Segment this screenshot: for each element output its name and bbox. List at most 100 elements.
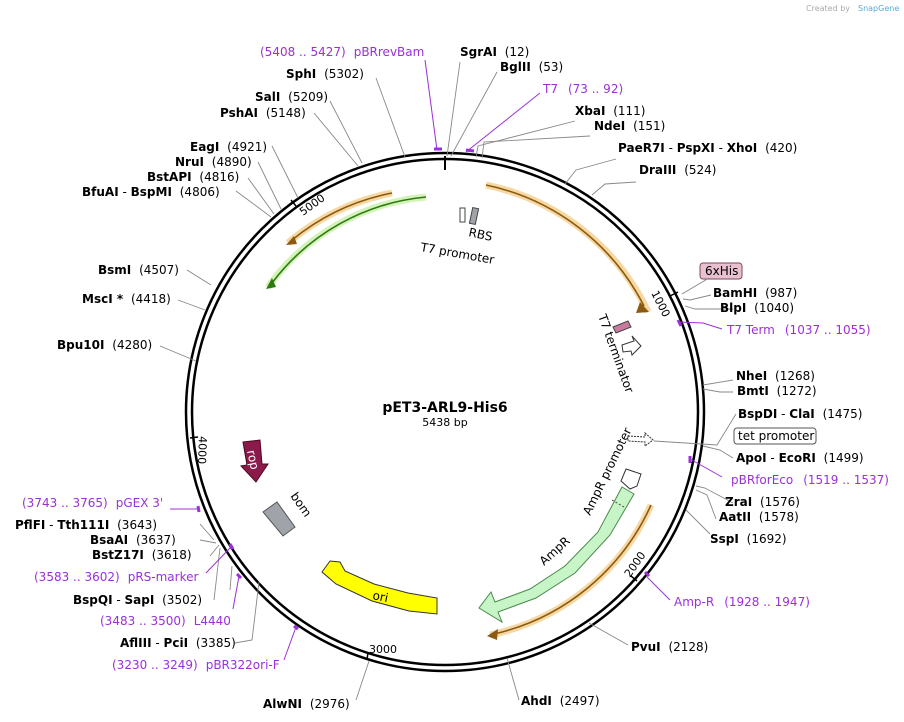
enzyme-position: (524): [680, 163, 716, 177]
primer-label-prsmarker[interactable]: (3583 .. 3602)pRS-marker: [34, 570, 198, 584]
primer-label-pbrrevbam[interactable]: (5408 .. 5427)pBRrevBam: [260, 45, 424, 59]
primer-label-t7[interactable]: T7(73 .. 92): [542, 82, 623, 96]
enzyme-label-xbai[interactable]: XbaI (111): [575, 104, 646, 118]
primer-label-pbrforeco[interactable]: pBRforEco(1519 .. 1537): [731, 473, 889, 487]
enzyme-label-paer7i[interactable]: PaeR7I - PspXI - XhoI (420): [618, 141, 797, 155]
tet-promoter-label: tet promoter: [738, 429, 814, 443]
enzyme-label-sgai[interactable]: SgrAI (12): [460, 45, 529, 59]
primer-name: T7: [542, 82, 558, 96]
tick-4000: 4000: [195, 436, 209, 464]
primer-range: (1519 .. 1537): [803, 473, 889, 487]
enzyme-name: SgrAI: [460, 45, 497, 59]
enzyme-separator: -: [152, 636, 164, 650]
primer-label-t7term[interactable]: T7 Term(1037 .. 1055): [726, 323, 871, 337]
primer-range: (1037 .. 1055): [785, 323, 871, 337]
enzyme-position: (4816): [196, 170, 240, 184]
enzyme-position: (2128): [665, 640, 709, 654]
primer-range: (1928 .. 1947): [724, 595, 810, 609]
tet-promoter-box: [733, 427, 817, 445]
enzyme-label-sspi[interactable]: SspI (1692): [710, 532, 787, 546]
enzyme-label-draiii[interactable]: DraIII (524): [639, 163, 716, 177]
plasmid-name: pET3-ARL9-His6: [382, 400, 507, 416]
rbs-label: RBS: [467, 225, 493, 244]
t7-terminator-box: [612, 320, 632, 334]
enzyme-label-bspqi[interactable]: BspQI - SapI (3502): [73, 593, 202, 607]
enzyme-position: (2976): [306, 697, 350, 711]
enzyme-separator: -: [119, 185, 131, 199]
enzyme-position: (12): [501, 45, 529, 59]
enzyme-name: PshAI: [220, 106, 258, 120]
primer-label-ampr[interactable]: Amp-R (1928 .. 1947): [674, 595, 810, 609]
enzyme-label-bglii[interactable]: BglII (53): [500, 60, 563, 74]
enzyme-label-bsmi[interactable]: BsmI (4507): [98, 263, 179, 277]
enzyme-position: (1499): [820, 451, 864, 465]
primer-label-pbr322ori[interactable]: (3230 .. 3249)pBR322ori-F: [112, 658, 280, 672]
enzyme-name: SapI: [125, 593, 155, 607]
rop-label: rop: [244, 449, 262, 471]
orf-arrowhead-green: [266, 278, 276, 289]
enzyme-label-bpu10i[interactable]: Bpu10I (4280): [57, 338, 152, 352]
enzyme-label-blpi[interactable]: BlpI (1040): [720, 301, 794, 315]
primer-name: L4440: [194, 614, 231, 628]
enzyme-label-sali[interactable]: SalI (5209): [255, 90, 328, 104]
enzyme-position: (4890): [208, 155, 252, 169]
enzyme-name: PvuI: [631, 640, 661, 654]
enzyme-label-pshai[interactable]: PshAI (5148): [220, 106, 306, 120]
enzyme-label-bfuai[interactable]: BfuAI - BspMI (4806): [82, 185, 220, 199]
enzyme-position: (420): [761, 141, 797, 155]
enzyme-label-pvui[interactable]: PvuI (2128): [631, 640, 708, 654]
enzyme-position: (1475): [819, 407, 863, 421]
enzyme-position: (111): [609, 104, 645, 118]
enzyme-separator: -: [665, 141, 677, 155]
enzyme-separator: -: [715, 141, 727, 155]
enzyme-position: (5209): [284, 90, 328, 104]
t7-terminator-arrow: [621, 335, 642, 356]
t7-terminator-label: T7 terminator: [595, 311, 637, 394]
tick-mark-3000: [366, 651, 369, 661]
enzyme-label-msci[interactable]: MscI * (4418): [82, 292, 171, 306]
orf-arrowhead-lower-right: [487, 629, 498, 640]
t7-promoter-box: [459, 207, 466, 223]
primer-name: pBR322ori-F: [206, 658, 280, 672]
enzyme-name: AhdI: [521, 694, 552, 708]
enzyme-label-bsaai[interactable]: BsaAI (3637): [90, 533, 176, 547]
enzyme-label-apoi[interactable]: ApoI - EcoRI (1499): [736, 451, 864, 465]
enzyme-label-nrui[interactable]: NruI (4890): [175, 155, 252, 169]
enzyme-label-nhei[interactable]: NheI (1268): [736, 369, 815, 383]
enzyme-label-eagi[interactable]: EagI (4921): [190, 140, 267, 154]
enzyme-position: (1040): [750, 301, 794, 315]
primer-labels: (5408 .. 5427)pBRrevBam T7(73 .. 92) T7 …: [22, 45, 889, 672]
enzyme-name: BsaAI: [90, 533, 128, 547]
orf-arrowhead-orange-left: [286, 236, 297, 245]
enzyme-label-ahdi[interactable]: AhdI (2497): [521, 694, 600, 708]
enzyme-name: PciI: [164, 636, 189, 650]
enzyme-label-bmti[interactable]: BmtI (1272): [737, 384, 817, 398]
enzyme-position: (1576): [756, 495, 800, 509]
ori-label: ori: [371, 588, 389, 605]
enzyme-label-bstz17i[interactable]: BstZ17I (3618): [92, 548, 192, 562]
enzyme-position: (4806): [176, 185, 220, 199]
enzyme-label-aatii[interactable]: AatII (1578): [719, 510, 799, 524]
enzyme-name: BmtI: [737, 384, 769, 398]
enzyme-name: BspDI: [738, 407, 777, 421]
enzyme-position: (1692): [743, 532, 787, 546]
enzyme-label-sphi[interactable]: SphI (5302): [286, 67, 364, 81]
enzyme-position: (3637): [132, 533, 176, 547]
bom-label: bom: [288, 490, 315, 520]
enzyme-label-zrai[interactable]: ZraI (1576): [725, 495, 800, 509]
primer-label-l4440[interactable]: (3483 .. 3500)L4440: [100, 614, 231, 628]
primer-name: Amp-R: [674, 595, 714, 609]
enzyme-separator: -: [113, 593, 125, 607]
enzyme-position: (4921): [223, 140, 267, 154]
enzyme-label-afliii[interactable]: AflIII - PciI (3385): [120, 636, 236, 650]
primer-label-pgex3[interactable]: (3743 .. 3765)pGEX 3': [22, 496, 163, 510]
enzyme-name: NheI: [736, 369, 767, 383]
enzyme-label-alwni[interactable]: AlwNI (2976): [263, 697, 350, 711]
enzyme-label-bamhi[interactable]: BamHI (987): [713, 286, 797, 300]
orf-arrow-top-right: [485, 181, 652, 314]
enzyme-name: Tth111I: [57, 518, 109, 532]
enzyme-label-bspdi[interactable]: BspDI - ClaI (1475): [738, 407, 862, 421]
enzyme-label-ndei[interactable]: NdeI (151): [594, 119, 665, 133]
enzyme-label-pflfi[interactable]: PflFI - Tth111I (3643): [15, 518, 157, 532]
enzyme-label-bstapi[interactable]: BstAPI (4816): [147, 170, 239, 184]
